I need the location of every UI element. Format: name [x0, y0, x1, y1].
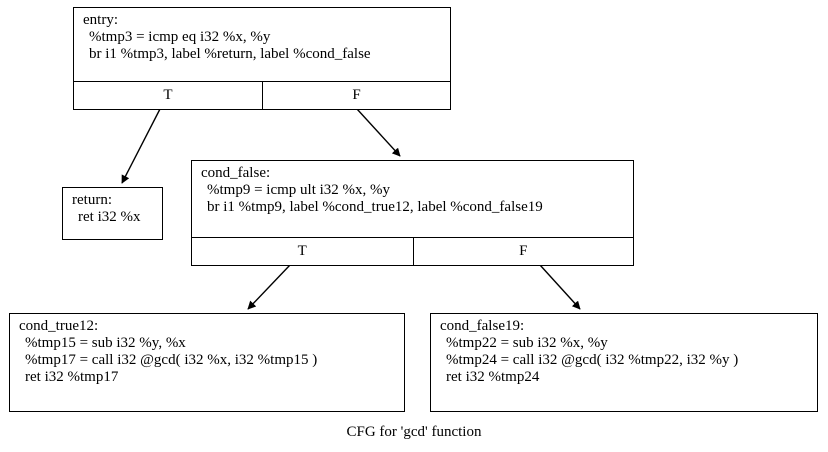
node-cond-true12-statement-1: %tmp17 = call i32 @gcd( i32 %x, i32 %tmp… [25, 352, 318, 368]
node-cond-true12-label: cond_true12: [19, 318, 99, 334]
node-cond-false-statement-1: br i1 %tmp9, label %cond_true12, label %… [207, 199, 543, 215]
node-cond-false19-body: cond_false19: %tmp22 = sub i32 %x, %y %t… [431, 314, 817, 411]
node-cond-true12[interactable]: cond_true12: %tmp15 = sub i32 %y, %x %tm… [9, 313, 405, 412]
node-entry-body: entry: %tmp3 = icmp eq i32 %x, %y br i1 … [74, 8, 450, 81]
node-return-statement-0: ret i32 %x [78, 209, 141, 225]
node-cond-true12-body: cond_true12: %tmp15 = sub i32 %y, %x %tm… [10, 314, 404, 411]
node-return-label: return: [72, 192, 112, 208]
node-cond-false19-statement-1: %tmp24 = call i32 @gcd( i32 %tmp22, i32 … [446, 352, 739, 368]
edge-entry-true-to-return [121, 108, 161, 184]
node-cond-false-body: cond_false: %tmp9 = icmp ult i32 %x, %y … [192, 161, 633, 237]
node-cond-false-ports: T F [192, 237, 633, 265]
node-entry-port-true[interactable]: T [163, 87, 173, 103]
graph-caption: CFG for 'gcd' function [346, 424, 482, 440]
node-return-body: return: ret i32 %x [63, 188, 162, 239]
node-cond-false-label: cond_false: [201, 165, 271, 181]
edge-cond-false-true-to-cond-true12 [247, 264, 291, 310]
node-cond-true12-statement-0: %tmp15 = sub i32 %y, %x [25, 335, 186, 351]
node-cond-false-port-false[interactable]: F [412, 238, 634, 265]
edge-entry-false-to-cond-false [356, 108, 401, 157]
node-cond-false-statement-0: %tmp9 = icmp ult i32 %x, %y [207, 182, 391, 198]
node-cond-false[interactable]: cond_false: %tmp9 = icmp ult i32 %x, %y … [191, 160, 634, 266]
node-return[interactable]: return: ret i32 %x [62, 187, 163, 240]
node-entry-statement-1: br i1 %tmp3, label %return, label %cond_… [89, 46, 371, 62]
node-entry-label: entry: [83, 12, 118, 28]
node-cond-false19-statement-0: %tmp22 = sub i32 %x, %y [446, 335, 608, 351]
node-cond-false-port-true[interactable]: T [297, 243, 307, 259]
node-cond-true12-statement-2: ret i32 %tmp17 [25, 369, 119, 385]
node-cond-false19-label: cond_false19: [440, 318, 525, 334]
node-cond-false19[interactable]: cond_false19: %tmp22 = sub i32 %x, %y %t… [430, 313, 818, 412]
node-cond-false19-statement-2: ret i32 %tmp24 [446, 369, 540, 385]
node-entry[interactable]: entry: %tmp3 = icmp eq i32 %x, %y br i1 … [73, 7, 451, 110]
edge-cond-false-false-to-cond-false19 [539, 264, 581, 310]
node-entry-port-false[interactable]: F [262, 82, 450, 109]
node-entry-ports: T F [74, 81, 450, 109]
node-entry-statement-0: %tmp3 = icmp eq i32 %x, %y [89, 29, 271, 45]
